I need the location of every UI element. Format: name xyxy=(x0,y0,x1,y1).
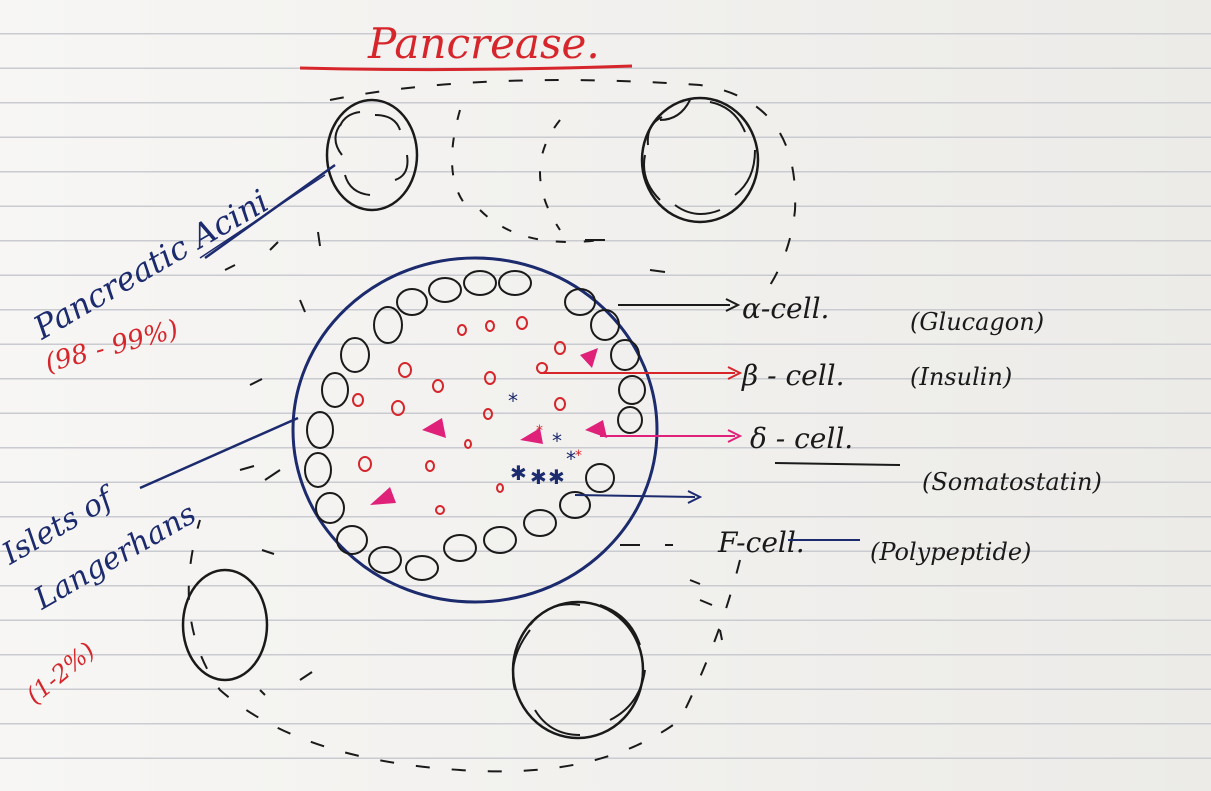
acinus-top-right xyxy=(642,98,758,222)
acinus-bottom-left xyxy=(183,570,267,680)
page-title: Pancrease. xyxy=(367,19,600,68)
scatter-marks xyxy=(225,232,722,695)
beta-cell-hormone: (Insulin) xyxy=(910,363,1012,391)
svg-text:*: * xyxy=(536,423,543,439)
svg-text:✱: ✱ xyxy=(548,465,565,489)
alpha-cell-label: α-cell. xyxy=(742,292,829,325)
interlobular-dashes xyxy=(452,110,600,242)
beta-cell-label: β - cell. xyxy=(741,359,845,392)
svg-text:*: * xyxy=(575,448,582,464)
acinus-bottom-center xyxy=(513,602,645,738)
f-cell-label: F-cell. xyxy=(717,526,805,559)
f-cell-hormone: (Polypeptide) xyxy=(870,538,1031,566)
acinus-top-left xyxy=(327,100,417,210)
svg-text:*: * xyxy=(552,429,562,453)
delta-cell-hormone: (Somatostatin) xyxy=(922,468,1102,496)
delta-cell-underline xyxy=(775,463,900,465)
svg-text:*: * xyxy=(508,389,518,413)
islets-arrow xyxy=(140,418,298,488)
svg-text:✱: ✱ xyxy=(510,461,527,485)
delta-cell-label: δ - cell. xyxy=(750,422,853,455)
svg-text:✱: ✱ xyxy=(530,465,547,489)
alpha-cell-hormone: (Glucagon) xyxy=(910,308,1044,336)
islets-percent: (1-2%) xyxy=(21,637,100,710)
